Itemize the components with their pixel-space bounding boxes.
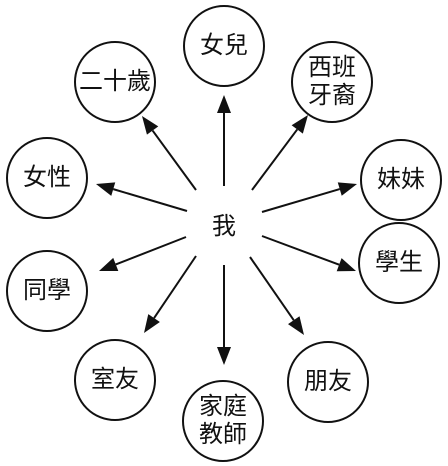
node-circle-female — [6, 137, 88, 219]
arrows-layer — [96, 95, 357, 365]
arrow-head-younger-sister — [337, 182, 357, 196]
arrow-line-student — [261, 235, 340, 266]
node-roommate: 室友 — [74, 339, 156, 421]
node-label-twenty: 二十歲 — [79, 67, 151, 95]
node-label-spanish: 西班 — [308, 53, 356, 81]
node-label-female: 女性 — [23, 163, 71, 191]
node-label-spanish: 牙裔 — [308, 81, 356, 109]
node-circle-daughter — [183, 5, 265, 87]
node-circle-friend — [287, 341, 369, 423]
arrow-head-student — [336, 258, 356, 272]
node-circle-spanish — [291, 41, 373, 123]
arrow-line-twenty — [151, 129, 197, 191]
arrow-head-twenty — [142, 116, 159, 135]
arrow-line-roommate — [153, 255, 197, 319]
arrow-line-spanish — [251, 128, 299, 191]
node-circle-tutor — [182, 380, 264, 462]
node-label-tutor: 教師 — [199, 420, 247, 448]
arrow-line-friend — [249, 256, 295, 321]
node-circle-classmate — [6, 250, 88, 332]
node-label-friend: 朋友 — [304, 367, 352, 395]
node-label-tutor: 家庭 — [199, 392, 247, 420]
node-daughter: 女兒 — [183, 5, 265, 87]
arrow-line-female — [112, 188, 188, 212]
arrow-head-spanish — [291, 115, 308, 134]
node-label-roommate: 室友 — [91, 365, 139, 393]
arrow-line-younger-sister — [261, 188, 341, 213]
node-label-classmate: 同學 — [23, 276, 71, 304]
center-label: 我 — [212, 212, 236, 240]
node-younger-sister: 妹妹 — [360, 139, 442, 221]
arrow-head-daughter — [217, 95, 231, 113]
node-circle-twenty — [74, 41, 156, 123]
arrow-head-friend — [287, 316, 304, 335]
node-student: 學生 — [358, 222, 440, 304]
node-friend: 朋友 — [287, 341, 369, 423]
node-female: 女性 — [6, 137, 88, 219]
arrow-head-roommate — [144, 314, 160, 333]
arrow-head-female — [96, 182, 116, 196]
node-label-younger-sister: 妹妹 — [377, 165, 425, 193]
node-label-student: 學生 — [375, 248, 423, 276]
node-circle-roommate — [74, 339, 156, 421]
node-twenty: 二十歲 — [74, 41, 156, 123]
arrow-head-tutor — [217, 347, 231, 365]
arrow-line-classmate — [115, 236, 187, 266]
node-label-daughter: 女兒 — [200, 31, 248, 59]
arrow-head-classmate — [99, 257, 119, 271]
node-circle-younger-sister — [360, 139, 442, 221]
node-circle-student — [358, 222, 440, 304]
node-classmate: 同學 — [6, 250, 88, 332]
